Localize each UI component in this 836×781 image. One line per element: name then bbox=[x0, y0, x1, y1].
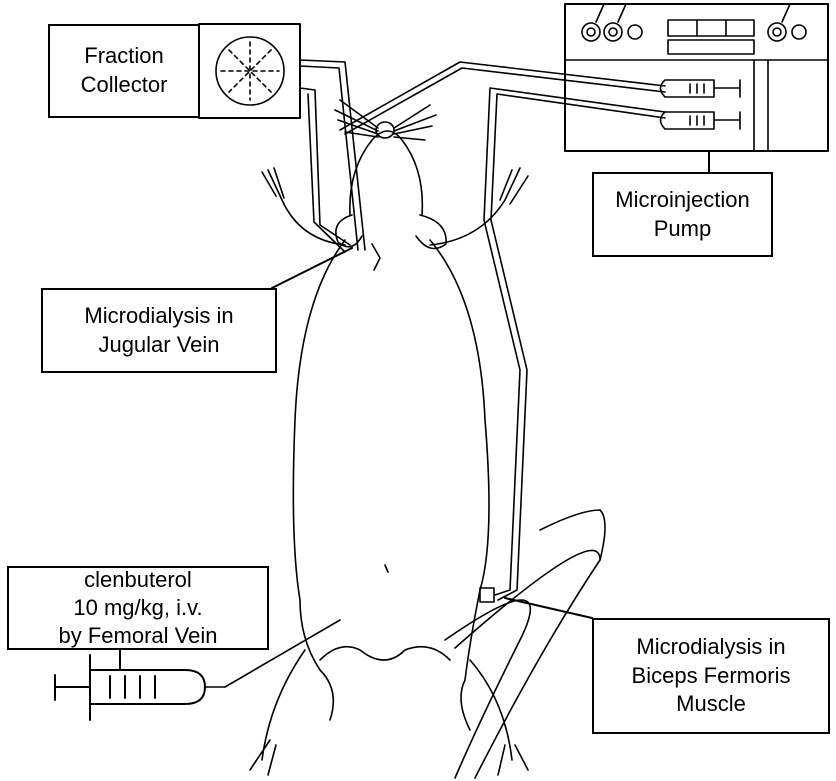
microinjection-pump-line1: Microinjection bbox=[615, 186, 750, 215]
jugular-vein-label: Microdialysis in Jugular Vein bbox=[41, 288, 277, 373]
fraction-collector-line2: Collector bbox=[81, 71, 168, 100]
biceps-muscle-line3: Muscle bbox=[676, 690, 746, 719]
microinjection-pump-label: Microinjection Pump bbox=[592, 172, 773, 257]
clenbuterol-line1: clenbuterol bbox=[9, 566, 267, 594]
rat-outline bbox=[250, 100, 605, 778]
microinjection-pump-line2: Pump bbox=[654, 215, 711, 244]
jugular-vein-line2: Jugular Vein bbox=[98, 331, 219, 360]
clenbuterol-line2: 10 mg/kg, i.v. bbox=[9, 594, 267, 622]
biceps-muscle-line1: Microdialysis in bbox=[636, 633, 785, 662]
fraction-collector-label: Fraction Collector bbox=[48, 24, 200, 118]
biceps-muscle-line2: Biceps Fermoris bbox=[632, 662, 791, 691]
tubing-lines bbox=[300, 60, 665, 600]
clenbuterol-line3: by Femoral Vein bbox=[9, 622, 267, 650]
fraction-collector-line1: Fraction bbox=[84, 42, 163, 71]
biceps-muscle-label: Microdialysis in Biceps Fermoris Muscle bbox=[592, 618, 830, 734]
microinjection-pump-icon bbox=[565, 4, 828, 172]
clenbuterol-label: clenbuterol 10 mg/kg, i.v. by Femoral Ve… bbox=[7, 566, 269, 650]
fraction-collector-carousel-icon bbox=[199, 24, 300, 118]
jugular-vein-line1: Microdialysis in bbox=[84, 302, 233, 331]
